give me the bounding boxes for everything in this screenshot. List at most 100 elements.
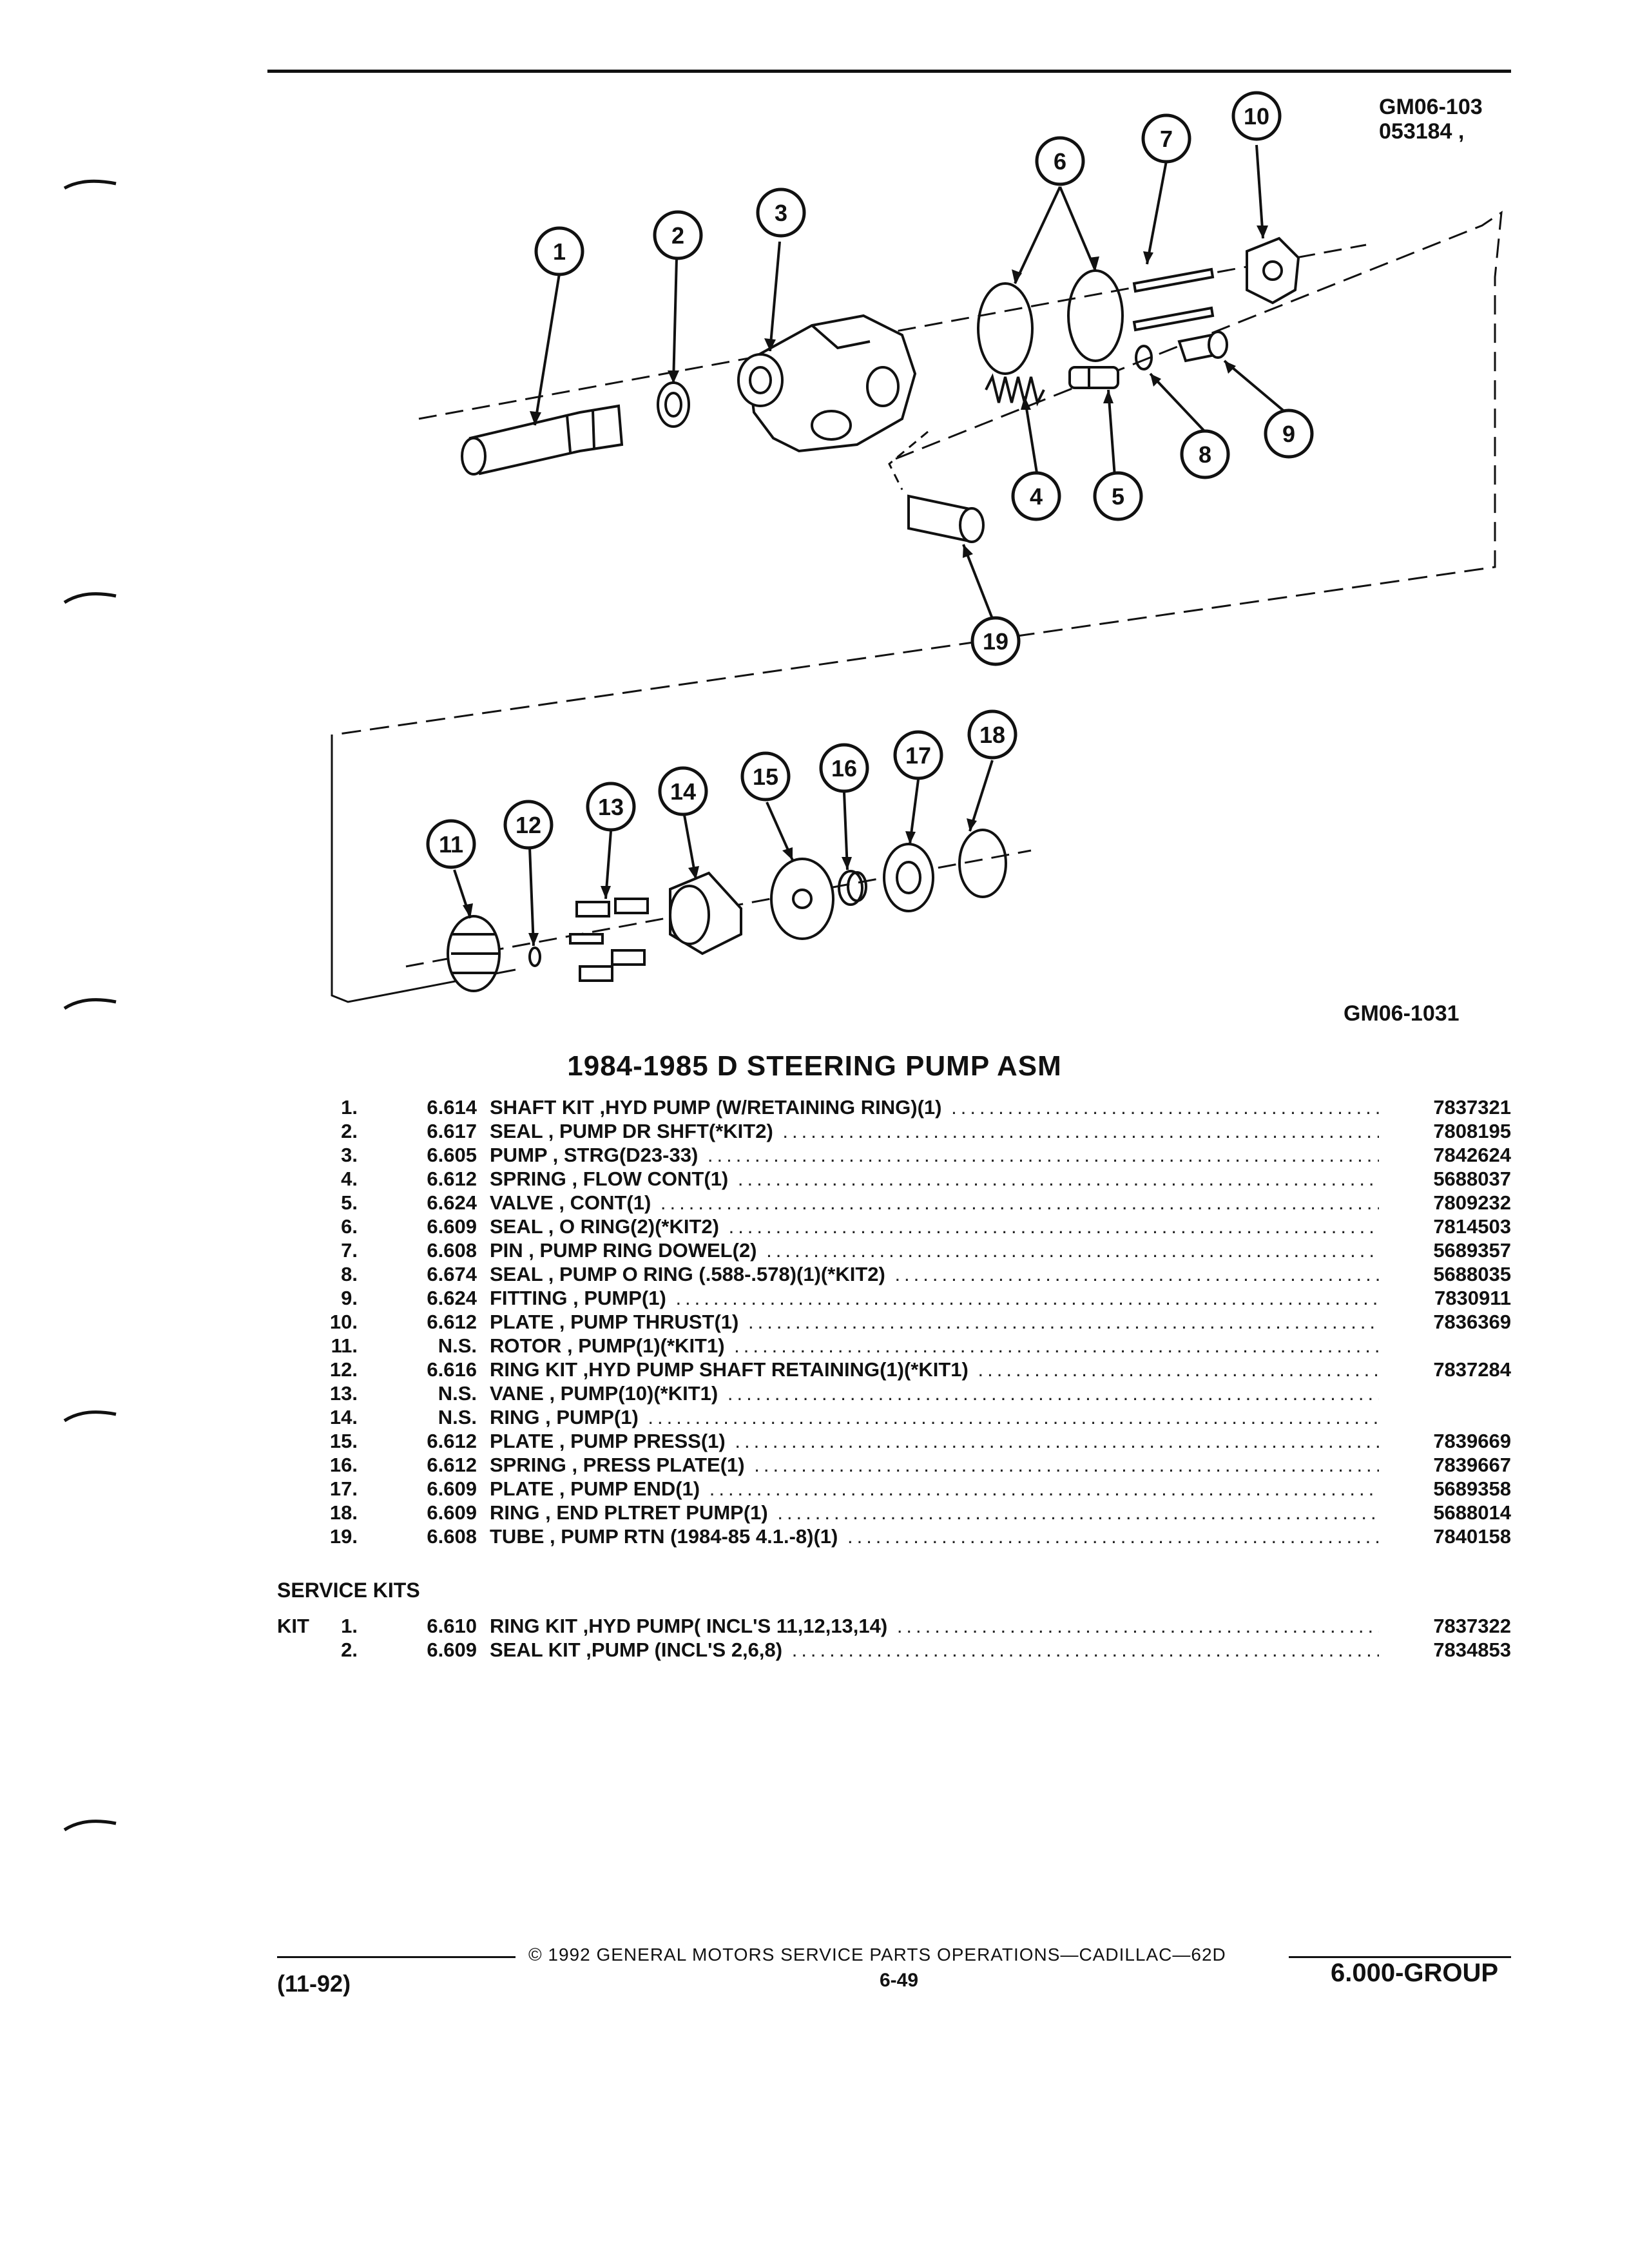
leader-dots: ........................................…: [747, 1311, 1379, 1333]
o-rings-part: [977, 269, 1124, 375]
description-text: SEAL , PUMP O RING (.588-.578)(1)(*KIT2): [490, 1263, 885, 1285]
seal-part: [657, 381, 690, 428]
end-plate-part: [883, 843, 934, 912]
part-number: 7809232: [1433, 1191, 1511, 1214]
leader-dots: ........................................…: [728, 1215, 1379, 1238]
description-text: VALVE , CONT(1): [490, 1191, 651, 1214]
leader-dots: ........................................…: [727, 1382, 1379, 1405]
description-text: SEAL , PUMP DR SHFT(*KIT2): [490, 1120, 773, 1142]
part-description: SPRING , FLOW CONT(1) ..................…: [490, 1167, 1379, 1191]
part-description: SEAL , PUMP O RING (.588-.578)(1)(*KIT2)…: [490, 1262, 1379, 1286]
item-number: 10.: [329, 1311, 358, 1333]
part-description: FITTING , PUMP(1) ......................…: [490, 1286, 1379, 1310]
part-description: VALVE , CONT(1) ........................…: [490, 1191, 1379, 1215]
item-number: 19.: [329, 1525, 358, 1548]
item-number: 12.: [329, 1358, 358, 1381]
item-number: 16.: [329, 1454, 358, 1476]
part-number: 7837322: [1433, 1615, 1511, 1637]
part-number: 7842624: [1433, 1144, 1511, 1166]
group-number: 6.609: [427, 1215, 477, 1238]
description-text: RING KIT ,HYD PUMP SHAFT RETAINING(1)(*K…: [490, 1358, 969, 1381]
return-tube-part: [907, 494, 985, 543]
leader-dots: ........................................…: [777, 1501, 1379, 1524]
parts-row: 19. 6.608 TUBE , PUMP RTN (1984-85 4.1.-8)…: [0, 1524, 1629, 1548]
drawing-id-lower: GM06-1031: [1344, 1001, 1460, 1026]
group-number: N.S.: [438, 1334, 477, 1357]
leader-dots: ........................................…: [896, 1615, 1379, 1637]
part-description: SPRING , PRESS PLATE(1) ................…: [490, 1453, 1379, 1477]
part-description: PLATE , PUMP PRESS(1) ..................…: [490, 1429, 1379, 1453]
group-number: N.S.: [438, 1406, 477, 1428]
description-text: RING , PUMP(1): [490, 1406, 639, 1428]
part-number: 7840158: [1433, 1525, 1511, 1548]
top-rule: [267, 70, 1511, 73]
leader-dots: ........................................…: [754, 1454, 1379, 1476]
footer-rule-left: [277, 1956, 516, 1958]
part-number: 7830911: [1434, 1287, 1511, 1309]
part-number: 7837284: [1433, 1358, 1511, 1381]
leader-dots: ........................................…: [894, 1263, 1379, 1285]
part-number: 5689357: [1433, 1239, 1511, 1262]
group-number: 6.612: [427, 1168, 477, 1190]
callout-12: 12: [516, 812, 541, 838]
description-text: TUBE , PUMP RTN (1984-85 4.1.-8)(1): [490, 1525, 838, 1548]
retaining-ring-part: [528, 947, 541, 967]
group-number: 6.609: [427, 1639, 477, 1661]
part-description: SEAL , PUMP DR SHFT(*KIT2) .............…: [490, 1119, 1379, 1143]
exploded-parts-diagram: 1 2 3 6 7 10 4 5 8 9 19 11 12 13 14 15 1…: [331, 91, 1503, 1003]
item-number: 2.: [341, 1639, 358, 1661]
callout-2: 2: [671, 222, 684, 249]
vanes-part: [569, 898, 649, 982]
callout-3: 3: [775, 200, 787, 226]
group-number: N.S.: [438, 1382, 477, 1405]
description-text: SPRING , FLOW CONT(1): [490, 1168, 729, 1190]
group-number: 6.605: [427, 1144, 477, 1166]
leader-dots: ........................................…: [978, 1358, 1379, 1381]
item-number: 13.: [329, 1382, 358, 1405]
description-text: RING , END PLTRET PUMP(1): [490, 1501, 768, 1524]
part-description: RING KIT ,HYD PUMP SHAFT RETAINING(1)(*K…: [490, 1358, 1379, 1381]
service-kits-heading: SERVICE KITS: [277, 1579, 420, 1602]
callout-14: 14: [670, 778, 696, 805]
part-description: SHAFT KIT ,HYD PUMP (W/RETAINING RING)(1…: [490, 1095, 1379, 1119]
item-number: 3.: [341, 1144, 358, 1166]
callout-8: 8: [1199, 441, 1211, 468]
part-description: PLATE , PUMP END(1) ....................…: [490, 1477, 1379, 1501]
leader-dots: ........................................…: [737, 1168, 1379, 1190]
part-number: 7814503: [1433, 1215, 1511, 1238]
group-number: 6.612: [427, 1311, 477, 1333]
item-number: 6.: [341, 1215, 358, 1238]
item-number: 15.: [329, 1430, 358, 1452]
callout-18: 18: [979, 722, 1005, 748]
leader-dots: ........................................…: [735, 1430, 1379, 1452]
group-number: 6.624: [427, 1287, 477, 1309]
group-number: 6.614: [427, 1096, 477, 1119]
callout-6: 6: [1054, 148, 1066, 175]
leader-dots: ........................................…: [847, 1525, 1379, 1548]
spring-part: [985, 373, 1045, 407]
leader-dots: ........................................…: [709, 1477, 1379, 1500]
callout-5: 5: [1112, 483, 1124, 510]
group-number: 6.608: [427, 1525, 477, 1548]
footer-date: (11-92): [277, 1970, 351, 1997]
part-number: 7834853: [1433, 1639, 1511, 1661]
part-description: PIN , PUMP RING DOWEL(2) ...............…: [490, 1238, 1379, 1262]
end-ring-part: [958, 829, 1007, 898]
group-number: 6.617: [427, 1120, 477, 1142]
part-number: 7837321: [1433, 1096, 1511, 1119]
callout-10: 10: [1244, 103, 1269, 130]
leader-dots: ........................................…: [660, 1191, 1379, 1214]
leader-dots: ........................................…: [791, 1639, 1379, 1661]
callout-7: 7: [1160, 126, 1173, 152]
item-number: 1.: [341, 1096, 358, 1119]
part-description: VANE , PUMP(10)(*KIT1) .................…: [490, 1381, 1379, 1405]
part-description: RING , PUMP(1) .........................…: [490, 1405, 1379, 1429]
